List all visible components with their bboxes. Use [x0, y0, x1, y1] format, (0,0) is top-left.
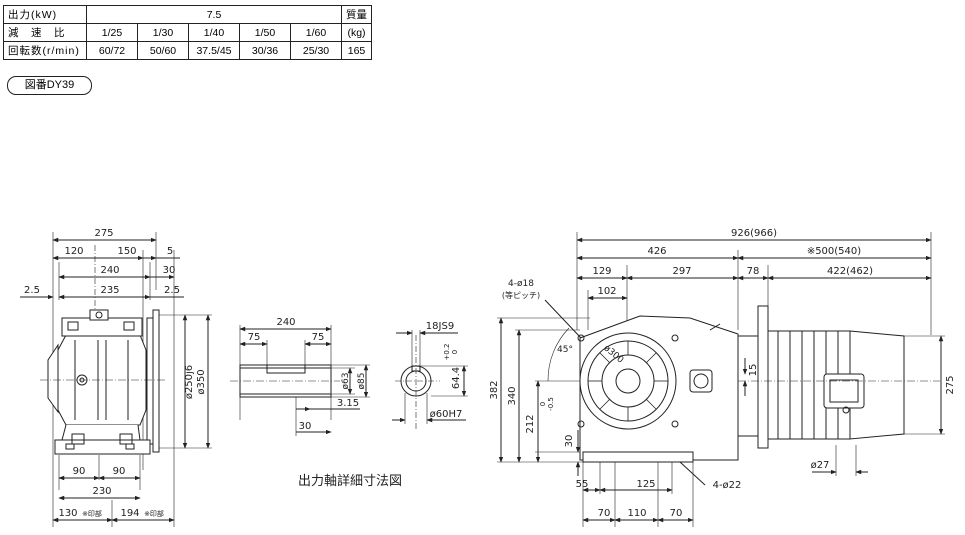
speed-cell: 50/60: [137, 41, 189, 60]
shaft-dim-30: 30: [299, 421, 312, 432]
side-view: [497, 232, 945, 527]
spec-table: 出力(kW) 7.5 質量 減 速 比 1/25 1/30 1/40 1/50 …: [3, 5, 372, 60]
side-dim-15: 15: [748, 364, 759, 377]
side-dim-70-right: 70: [670, 508, 683, 519]
ratio-cell: 1/25: [86, 23, 138, 42]
shaft-dim-phi85: ø85: [357, 373, 367, 390]
side-dim-297: 297: [672, 266, 691, 277]
dim-130: 130: [58, 508, 77, 519]
side-dim-30: 30: [564, 435, 575, 448]
shaft-detail-labels: 240 75 75 ø63 ø85 3.15 30: [248, 317, 367, 432]
side-dim-212-tol-lower: -0.5: [547, 397, 555, 411]
side-angle-45: 45°: [557, 345, 573, 355]
bore-detail-labels: 18JS9 64.4 +0.2 0 ø60H7: [426, 321, 463, 420]
side-dim-78: 78: [747, 266, 760, 277]
side-dim-500: ※500(540): [807, 246, 861, 257]
side-holes-note: (等ピッチ): [502, 290, 540, 300]
dim-90-left: 90: [73, 466, 86, 477]
dim-230: 230: [92, 486, 111, 497]
side-dim-426: 426: [647, 246, 666, 257]
side-dim-275: 275: [945, 375, 956, 394]
mass-unit: (kg): [341, 23, 372, 42]
bore-tol-lower: 0: [451, 350, 459, 354]
shaft-dim-75-left: 75: [248, 332, 261, 343]
bore-dim-64-4: 64.4: [451, 367, 462, 389]
side-dim-382: 382: [489, 380, 500, 399]
dim-275: 275: [94, 228, 113, 239]
dim-2-5-right: 2.5: [164, 285, 180, 296]
front-view: [20, 232, 212, 527]
side-dim-phi27: ø27: [811, 460, 830, 471]
shaft-detail-caption: 出力軸詳細寸法図: [298, 473, 402, 489]
bore-dim-phi60h7: ø60H7: [430, 409, 463, 420]
shaft-dim-75-right: 75: [312, 332, 325, 343]
side-dim-102: 102: [597, 286, 616, 297]
speed-cell: 30/36: [239, 41, 291, 60]
front-view-labels: 275 120 150 5 240 30 2.5 235 2.5 ø250j6 …: [24, 228, 207, 519]
dim-194: 194: [120, 508, 139, 519]
dim-phi350: ø350: [196, 369, 207, 394]
dim-194-note: ※印部: [144, 509, 164, 518]
mass-value: 165: [341, 41, 372, 60]
dim-150: 150: [117, 246, 136, 257]
dim-2-5-left: 2.5: [24, 285, 40, 296]
side-dim-422: 422(462): [827, 266, 873, 277]
bore-tol-upper: +0.2: [443, 344, 451, 361]
side-dim-70-left: 70: [598, 508, 611, 519]
speed-label: 回転数(r/min): [3, 41, 87, 60]
dim-phi250: ø250j6: [184, 365, 195, 399]
dim-130-note: ※印部: [82, 509, 102, 518]
dim-120: 120: [64, 246, 83, 257]
side-foot-holes: 4-ø22: [713, 480, 742, 491]
side-dim-212: 212: [525, 414, 536, 433]
shaft-detail-view: [230, 325, 370, 436]
dim-90-right: 90: [113, 466, 126, 477]
shaft-dim-phi63: ø63: [341, 373, 351, 390]
side-holes-label: 4-ø18: [508, 279, 534, 289]
side-dim-212-tol-upper: 0: [539, 402, 547, 406]
dim-235: 235: [100, 285, 119, 296]
speed-cell: 60/72: [86, 41, 138, 60]
bore-dim-18js9: 18JS9: [426, 321, 454, 332]
side-dim-125: 125: [636, 479, 655, 490]
side-dim-55: 55: [576, 479, 589, 490]
bore-detail-view: [392, 330, 468, 430]
dim-30: 30: [163, 265, 176, 276]
side-dim-926: 926(966): [731, 228, 777, 239]
side-dim-129: 129: [592, 266, 611, 277]
shaft-dim-3-15: 3.15: [337, 398, 359, 409]
side-dim-340: 340: [507, 386, 518, 405]
speed-cell: 25/30: [290, 41, 342, 60]
figure-number-badge: 図番DY39: [7, 76, 92, 95]
dim-240: 240: [100, 265, 119, 276]
shaft-dim-240: 240: [276, 317, 295, 328]
dim-5: 5: [167, 246, 173, 257]
side-dim-110: 110: [627, 508, 646, 519]
